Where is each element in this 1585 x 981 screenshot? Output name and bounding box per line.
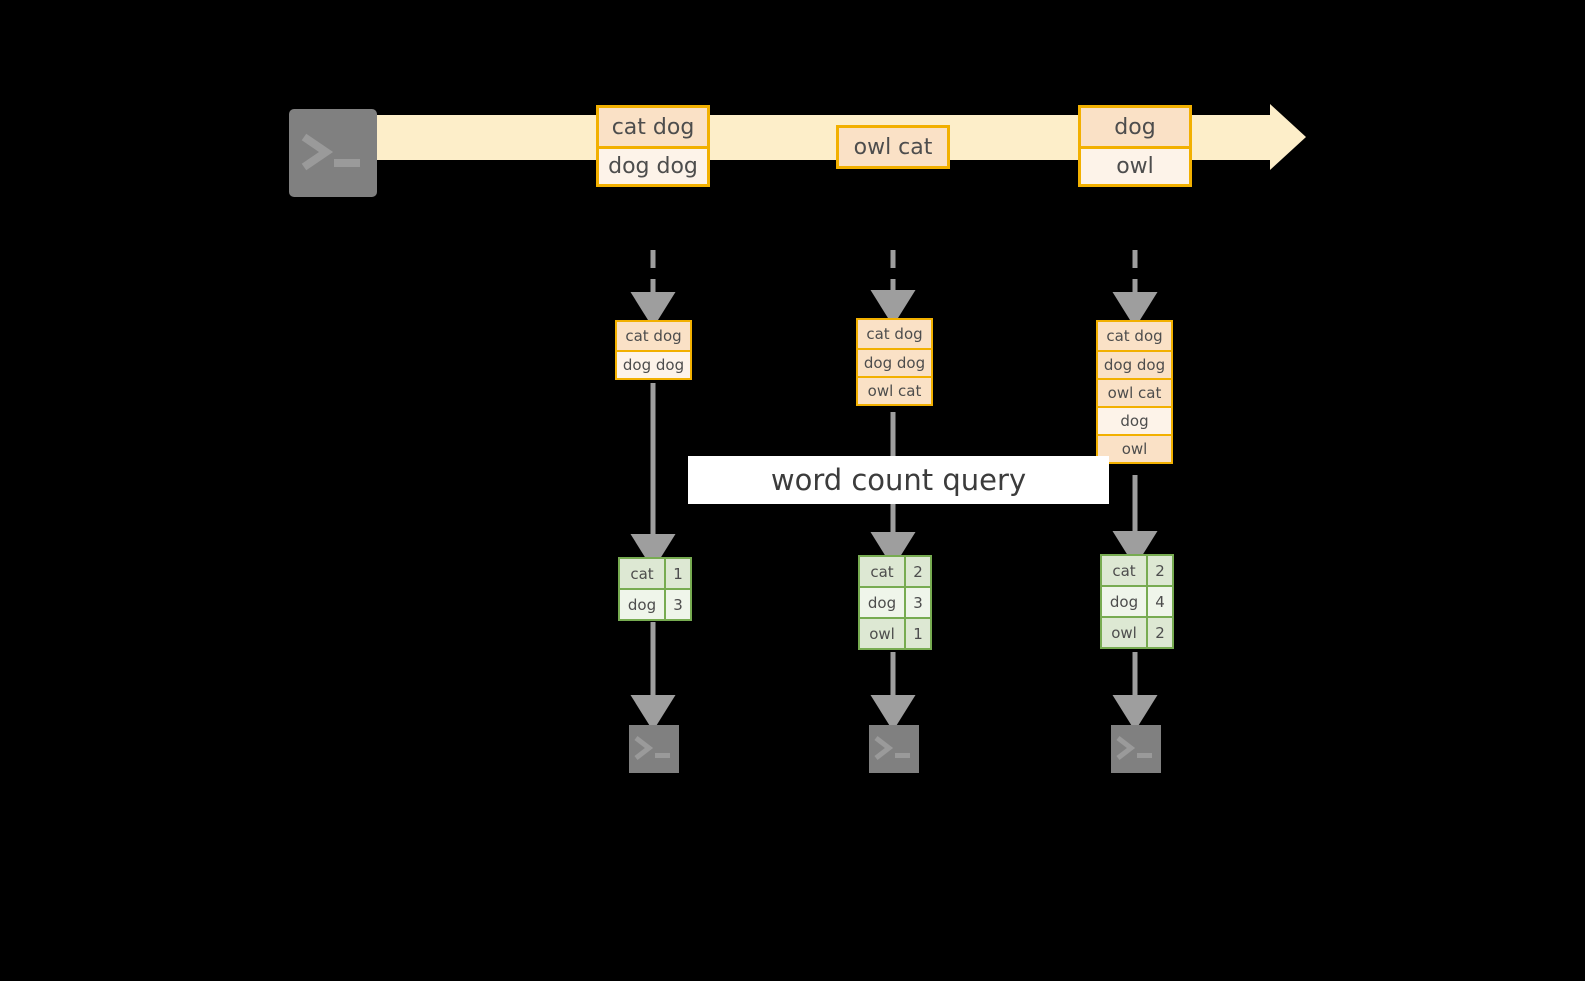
table-row: owl 2	[1102, 616, 1172, 647]
result-table-1[interactable]: cat 1 dog 3	[618, 557, 692, 621]
snapshot-row: cat dog	[858, 320, 931, 348]
snapshot-row: cat dog	[617, 322, 690, 350]
stream-event-1[interactable]: cat dog dog dog	[596, 105, 710, 187]
snapshot-row: owl cat	[1098, 378, 1171, 406]
count-cell: 2	[1146, 556, 1172, 585]
count-cell: 2	[904, 557, 930, 586]
table-row: cat 2	[1102, 556, 1172, 585]
snapshot-row: dog dog	[858, 348, 931, 376]
stream-event-row: cat dog	[599, 108, 707, 146]
table-row: cat 2	[860, 557, 930, 586]
table-row: cat 1	[620, 559, 690, 588]
terminal-prompt-glyph	[289, 109, 377, 197]
snapshot-3[interactable]: cat dog dog dog owl cat dog owl	[1096, 320, 1173, 464]
snapshot-row: dog dog	[1098, 350, 1171, 378]
word-cell: cat	[860, 557, 904, 586]
stream-event-row: owl	[1081, 146, 1189, 184]
table-row: dog 3	[860, 586, 930, 617]
sink-terminal-1[interactable]	[618, 714, 690, 784]
terminal-prompt-glyph	[869, 725, 919, 773]
sink-terminal-3[interactable]	[1100, 714, 1172, 784]
count-cell: 1	[904, 619, 930, 648]
stream-event-row: dog	[1081, 108, 1189, 146]
word-cell: owl	[860, 619, 904, 648]
terminal-prompt-glyph	[629, 725, 679, 773]
count-cell: 3	[904, 588, 930, 617]
result-to-sink-connectors	[630, 622, 1158, 731]
count-cell: 2	[1146, 618, 1172, 647]
stream-event-row: owl cat	[839, 128, 947, 166]
snapshot-1[interactable]: cat dog dog dog	[615, 320, 692, 380]
source-terminal[interactable]	[278, 98, 388, 208]
table-row: dog 3	[620, 588, 690, 619]
word-cell: dog	[620, 590, 664, 619]
stream-event-row: dog dog	[599, 146, 707, 184]
word-cell: owl	[1102, 618, 1146, 647]
stream-event-2[interactable]: owl cat	[836, 125, 950, 169]
snapshot-row: owl cat	[858, 376, 931, 404]
sink-terminal-2[interactable]	[858, 714, 930, 784]
snapshot-row: cat dog	[1098, 322, 1171, 350]
snapshot-2[interactable]: cat dog dog dog owl cat	[856, 318, 933, 406]
word-cell: cat	[620, 559, 664, 588]
event-stream-arrowhead	[1270, 104, 1306, 170]
count-cell: 4	[1146, 587, 1172, 616]
snapshot-row: owl	[1098, 434, 1171, 462]
result-table-3[interactable]: cat 2 dog 4 owl 2	[1100, 554, 1174, 649]
table-row: owl 1	[860, 617, 930, 648]
word-cell: cat	[1102, 556, 1146, 585]
word-cell: dog	[860, 588, 904, 617]
snapshot-row: dog	[1098, 406, 1171, 434]
terminal-prompt-glyph	[1111, 725, 1161, 773]
query-label-band: word count query	[688, 456, 1109, 504]
word-cell: dog	[1102, 587, 1146, 616]
stream-event-3[interactable]: dog owl	[1078, 105, 1192, 187]
snapshot-row: dog dog	[617, 350, 690, 378]
stream-to-snapshot-connectors	[630, 250, 1158, 328]
table-row: dog 4	[1102, 585, 1172, 616]
count-cell: 3	[664, 590, 690, 619]
count-cell: 1	[664, 559, 690, 588]
query-label: word count query	[770, 463, 1027, 497]
result-table-2[interactable]: cat 2 dog 3 owl 1	[858, 555, 932, 650]
